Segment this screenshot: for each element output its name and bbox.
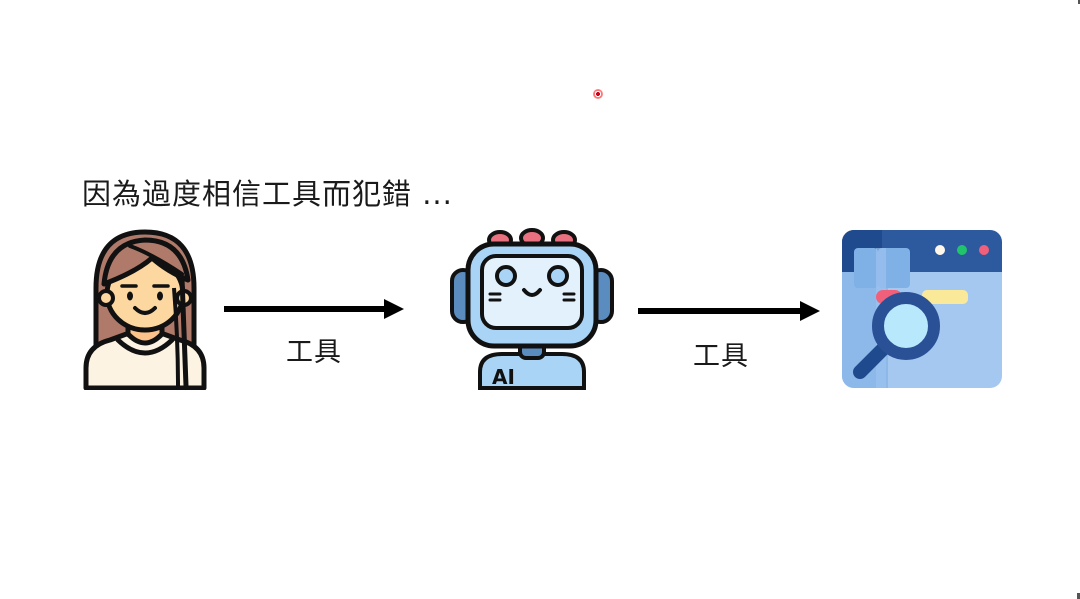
corner-artifact (1077, 593, 1080, 599)
browser-search-icon (840, 228, 1004, 390)
woman-avatar-icon (82, 228, 208, 390)
arrow-head-icon (800, 301, 820, 321)
edge-label-tool-2: 工具 (693, 341, 749, 372)
edge-label-tool-1: 工具 (286, 337, 342, 368)
laser-pointer (593, 89, 603, 99)
arrow-person-to-robot (224, 299, 404, 319)
ai-robot-icon: AI (446, 226, 618, 390)
slide-title: 因為過度相信工具而犯錯 ... (82, 177, 453, 211)
corner-artifact (1078, 0, 1080, 4)
arrow-head-icon (384, 299, 404, 319)
arrow-shaft (638, 308, 802, 314)
arrow-shaft (224, 306, 386, 312)
robot-ai-badge: AI (492, 365, 515, 389)
arrow-robot-to-browser (638, 301, 820, 321)
